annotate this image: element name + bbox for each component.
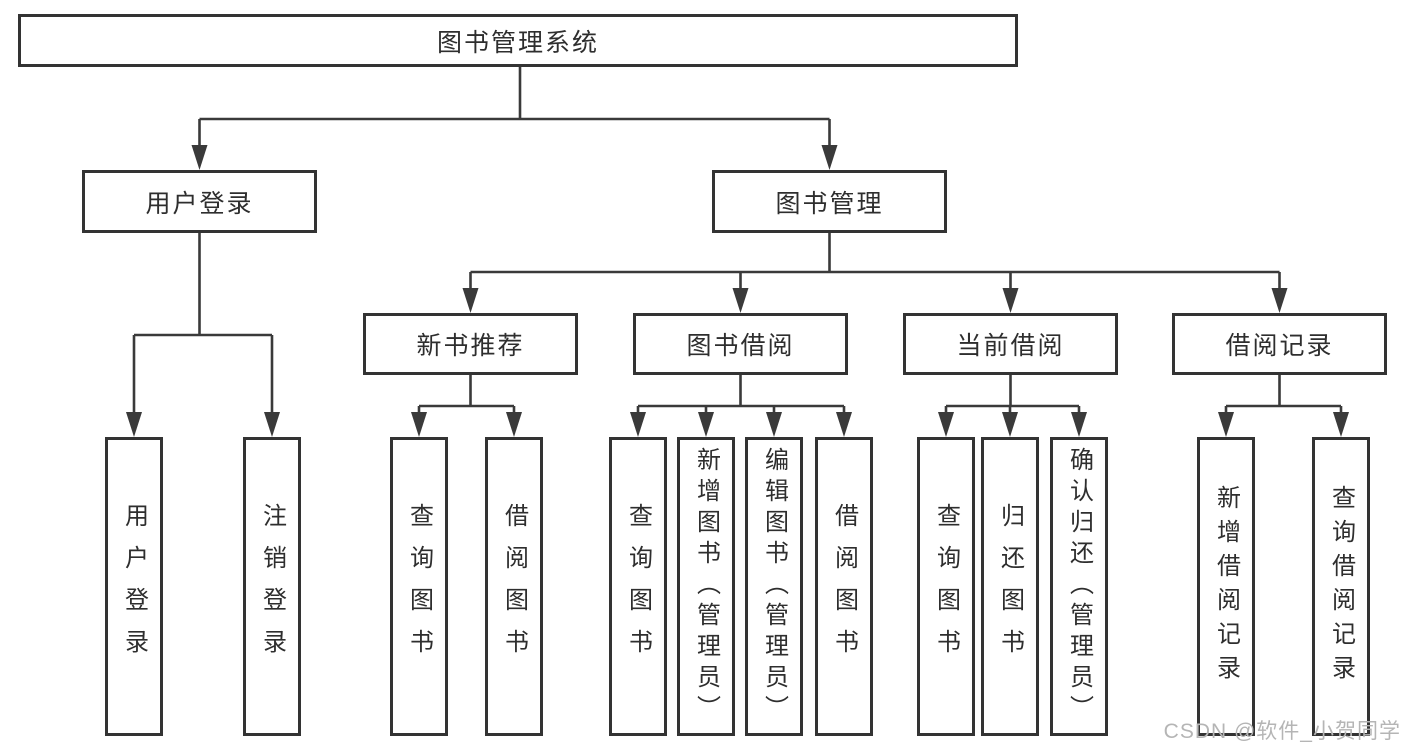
leaf-borrow-books-2: 借阅图书 <box>815 437 873 736</box>
leaf-add-book-admin: 新增图书（管理员） <box>677 437 735 736</box>
leaf-add-borrow-record: 新增借阅记录 <box>1197 437 1255 736</box>
leaf-query-books-3: 查询图书 <box>917 437 975 736</box>
leaf-logout: 注销登录 <box>243 437 301 736</box>
module-current-borrow: 当前借阅 <box>903 313 1118 375</box>
leaf-query-books-2: 查询图书 <box>609 437 667 736</box>
leaf-query-borrow-record: 查询借阅记录 <box>1312 437 1370 736</box>
module-book-borrow: 图书借阅 <box>633 313 848 375</box>
leaf-borrow-books-1: 借阅图书 <box>485 437 543 736</box>
node-root: 图书管理系统 <box>18 14 1018 67</box>
module-new-book-recommend: 新书推荐 <box>363 313 578 375</box>
leaf-user-login: 用户登录 <box>105 437 163 736</box>
leaf-edit-book-admin: 编辑图书（管理员） <box>745 437 803 736</box>
leaf-query-books-1: 查询图书 <box>390 437 448 736</box>
branch-user-login: 用户登录 <box>82 170 317 233</box>
module-borrow-records: 借阅记录 <box>1172 313 1387 375</box>
leaf-return-book: 归还图书 <box>981 437 1039 736</box>
leaf-confirm-return-admin: 确认归还（管理员） <box>1050 437 1108 736</box>
branch-book-management: 图书管理 <box>712 170 947 233</box>
csdn-watermark: CSDN @软件_小贺同学 <box>1163 720 1401 743</box>
